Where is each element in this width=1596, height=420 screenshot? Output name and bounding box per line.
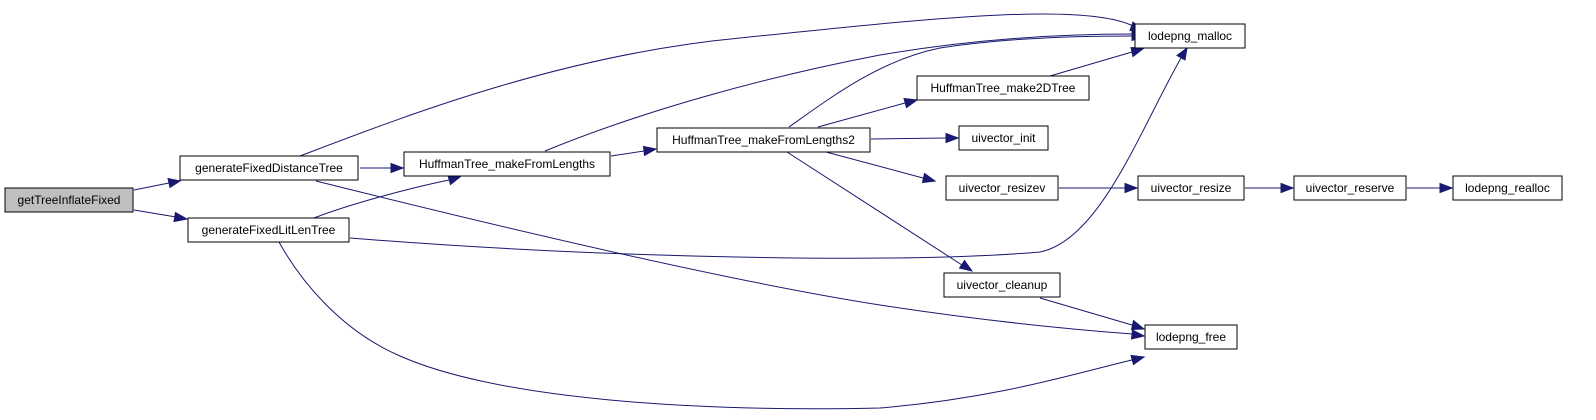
edge-HuffmanTree_make2DTree-to-lodepng_malloc <box>1049 51 1133 77</box>
edge-generateFixedLitLenTree-to-HuffmanTree_makeFromLengths <box>313 179 450 219</box>
edge-arrowhead <box>642 145 658 157</box>
node-getTreeInflateFixed[interactable]: getTreeInflateFixed <box>4 187 134 213</box>
node-HuffmanTree_makeFromLengths2[interactable]: HuffmanTree_makeFromLengths2 <box>656 127 871 153</box>
edge-arrowhead <box>1130 354 1146 366</box>
node-label: HuffmanTree_makeFromLengths2 <box>672 133 855 147</box>
node-label: lodepng_malloc <box>1148 29 1232 43</box>
edge-arrowhead <box>447 174 462 186</box>
edge-generateFixedLitLenTree-to-lodepng_malloc <box>349 57 1182 259</box>
node-label: uivector_cleanup <box>957 278 1048 292</box>
edge-arrowhead <box>945 132 960 144</box>
node-label: HuffmanTree_makeFromLengths <box>419 157 595 171</box>
edge-HuffmanTree_makeFromLengths-to-lodepng_malloc <box>544 33 1133 152</box>
node-label: generateFixedDistanceTree <box>195 161 343 175</box>
node-label: uivector_resize <box>1151 181 1232 195</box>
node-lodepng_realloc[interactable]: lodepng_realloc <box>1452 175 1563 201</box>
edge-generateFixedLitLenTree-to-lodepng_free <box>278 241 1133 410</box>
edge-uivector_cleanup-to-lodepng_free <box>1039 297 1133 326</box>
node-label: uivector_reserve <box>1306 181 1395 195</box>
node-uivector_resize[interactable]: uivector_resize <box>1137 175 1245 201</box>
edge-arrowhead <box>1176 46 1188 61</box>
node-lodepng_free[interactable]: lodepng_free <box>1144 324 1238 350</box>
edge-arrowhead <box>958 259 974 272</box>
node-uivector_init[interactable]: uivector_init <box>958 125 1049 151</box>
edge-arrowhead <box>1280 182 1295 194</box>
node-label: lodepng_free <box>1156 330 1226 344</box>
node-label: generateFixedLitLenTree <box>202 223 336 237</box>
edge-generateFixedDistanceTree-to-lodepng_malloc <box>299 13 1134 157</box>
edge-arrowhead <box>167 177 182 189</box>
edge-generateFixedDistanceTree-to-lodepng_free <box>315 180 1133 335</box>
node-lodepng_malloc[interactable]: lodepng_malloc <box>1134 23 1246 49</box>
nodes: getTreeInflateFixed generateFixedDistanc… <box>4 23 1563 350</box>
edge-arrowhead <box>390 162 405 174</box>
edge-arrowhead <box>1130 329 1146 340</box>
edge-arrowhead <box>173 211 189 223</box>
edge-HuffmanTree_makeFromLengths2-to-uivector_cleanup <box>786 151 963 266</box>
node-HuffmanTree_make2DTree[interactable]: HuffmanTree_make2DTree <box>916 75 1090 101</box>
node-generateFixedDistanceTree[interactable]: generateFixedDistanceTree <box>179 155 359 181</box>
edge-arrowhead <box>921 172 937 184</box>
node-label: uivector_init <box>971 131 1036 145</box>
edge-root-to-generateFixedLitLenTree <box>133 209 177 218</box>
edge-arrowhead <box>1124 182 1139 194</box>
edge-arrowhead <box>1130 319 1146 331</box>
edge-HuffmanTree_makeFromLengths-to-HuffmanTree_makeFromLengths2 <box>610 150 645 157</box>
node-label: lodepng_realloc <box>1465 181 1550 195</box>
node-label: uivector_resizev <box>959 181 1046 195</box>
edges <box>133 13 1454 410</box>
node-generateFixedLitLenTree[interactable]: generateFixedLitLenTree <box>187 217 350 243</box>
node-HuffmanTree_makeFromLengths[interactable]: HuffmanTree_makeFromLengths <box>403 151 611 177</box>
edge-root-to-generateFixedDistanceTree <box>133 182 170 191</box>
edge-HuffmanTree_makeFromLengths2-to-uivector_resizev <box>825 151 924 179</box>
edge-arrowhead <box>1439 182 1454 194</box>
node-label: getTreeInflateFixed <box>18 193 121 207</box>
node-uivector_reserve[interactable]: uivector_reserve <box>1293 175 1407 201</box>
node-uivector_resizev[interactable]: uivector_resizev <box>945 175 1059 201</box>
node-label: HuffmanTree_make2DTree <box>931 81 1076 95</box>
edge-HuffmanTree_makeFromLengths2-to-uivector_init <box>870 137 947 140</box>
edge-HuffmanTree_makeFromLengths2-to-HuffmanTree_make2DTree <box>817 102 906 128</box>
edge-arrowhead <box>903 97 919 109</box>
edge-HuffmanTree_makeFromLengths2-to-lodepng_malloc <box>788 35 1133 128</box>
edge-arrowhead <box>1130 46 1146 58</box>
node-uivector_cleanup[interactable]: uivector_cleanup <box>943 272 1061 298</box>
